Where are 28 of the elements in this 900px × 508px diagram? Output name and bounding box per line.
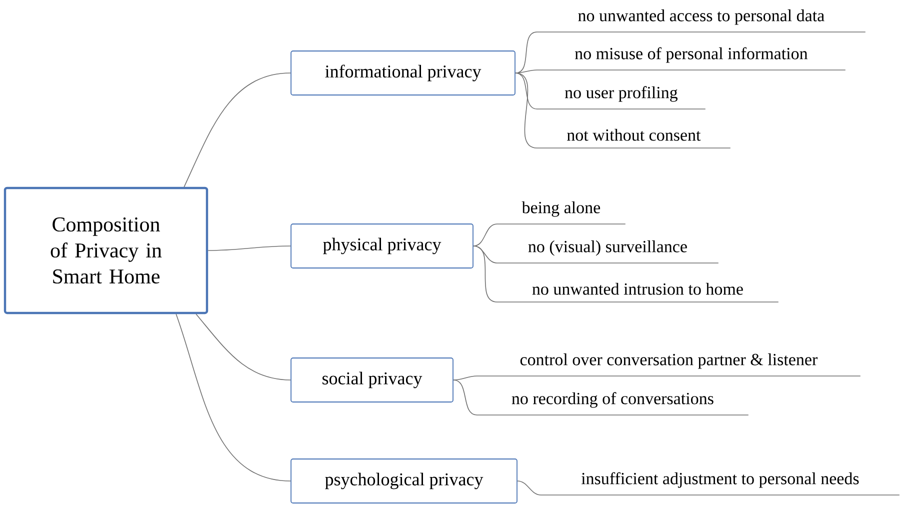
connector (196, 314, 291, 380)
connector (208, 246, 291, 251)
connector (176, 314, 291, 482)
connector (453, 380, 478, 416)
category-box: informational privacy (290, 50, 516, 96)
root-box: Composition of Privacy in Smart Home (4, 186, 208, 314)
underlined-topic: no unwanted access to personal data (536, 9, 866, 32)
connector (184, 72, 291, 188)
connector (453, 376, 478, 380)
connector (517, 480, 542, 496)
category-box: psychological privacy (290, 458, 518, 504)
underlined-topic: no user profiling (536, 86, 706, 110)
underlined-topic: no unwanted intrusion to home (496, 282, 779, 302)
connector (473, 224, 498, 246)
connector (515, 72, 538, 110)
underlined-topic: control over conversation partner & listener (476, 353, 861, 376)
category-box: social privacy (290, 358, 454, 402)
connector (515, 72, 538, 148)
connector (515, 70, 538, 74)
underlined-topic: no recording of conversations (476, 392, 749, 416)
category-box: physical privacy (290, 224, 474, 268)
underlined-topic: being alone (496, 201, 626, 224)
underlined-topic: insufficient adjustment to personal needs (540, 472, 900, 496)
connector (473, 246, 498, 302)
connector (515, 32, 538, 74)
underlined-topic: no (visual) surveillance (496, 240, 719, 264)
underlined-topic: not without consent (536, 128, 731, 148)
underlined-topic: no misuse of personal information (536, 47, 846, 70)
